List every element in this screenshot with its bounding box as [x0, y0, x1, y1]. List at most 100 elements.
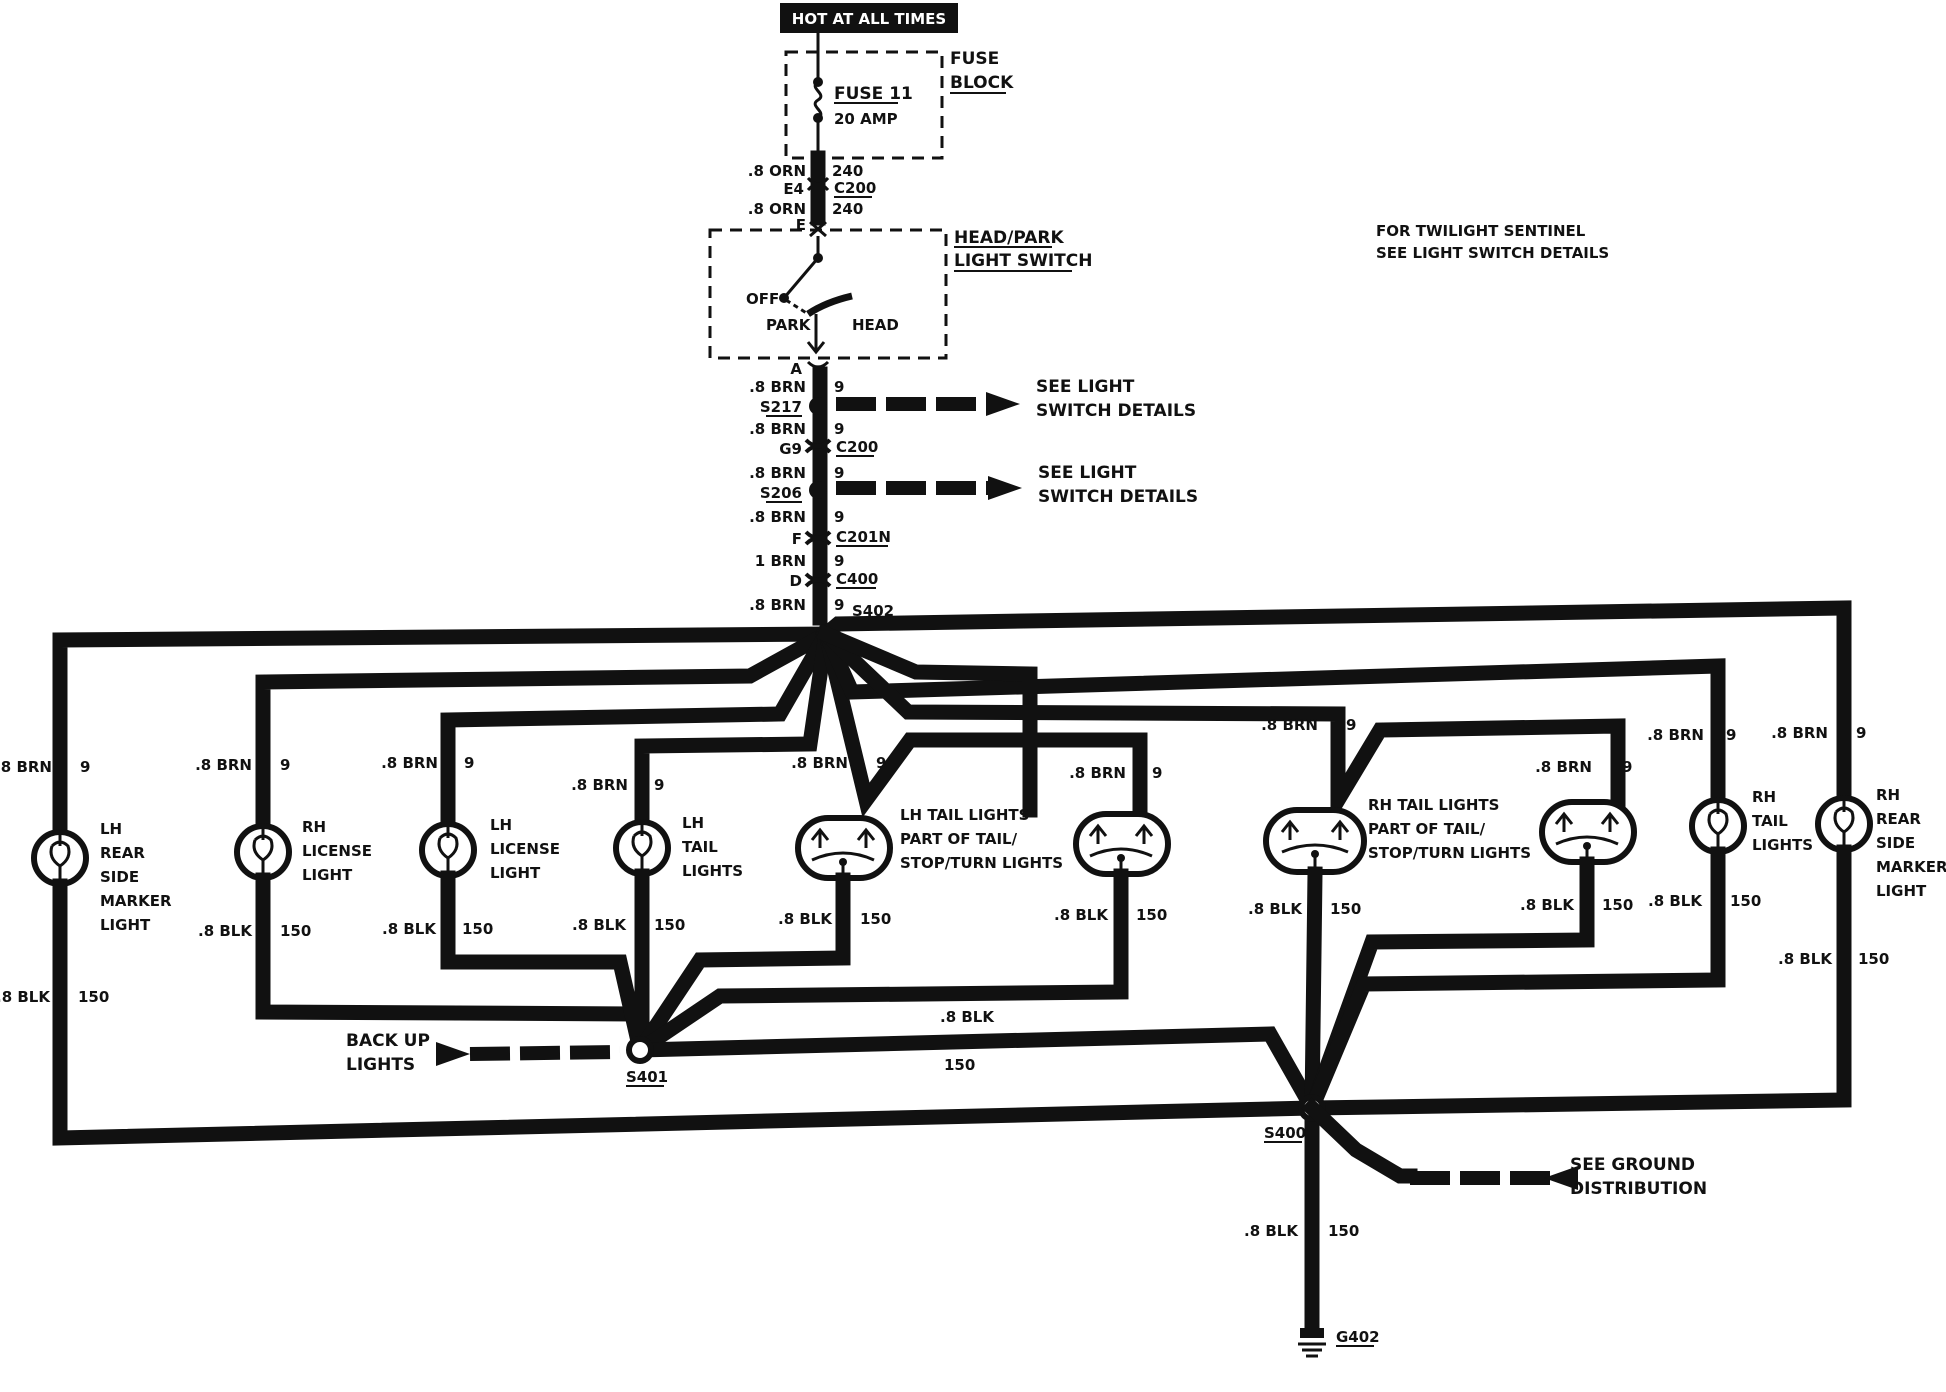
- svg-text:RH TAIL LIGHTS: RH TAIL LIGHTS: [1368, 796, 1499, 814]
- see-ground-arrow: [1544, 1166, 1578, 1190]
- wire-3-circuit: 9: [834, 378, 844, 396]
- c200-name-b: C200: [836, 438, 878, 456]
- wire-6-circuit: 9: [834, 508, 844, 526]
- wire-6-size: .8 BRN: [749, 508, 806, 526]
- c400-name: C400: [836, 570, 878, 588]
- svg-text:.8 BRN: .8 BRN: [1261, 716, 1318, 734]
- wire-4-circuit: 9: [834, 420, 844, 438]
- lh-tail-stop-lamp-2: [1073, 811, 1171, 877]
- rh-rear-marker-labels: RH REAR SIDE MARKER LIGHT .8 BRN 9 .8 BL…: [1771, 724, 1946, 968]
- svg-text:LIGHT: LIGHT: [100, 916, 151, 934]
- splice-s217: [809, 397, 827, 415]
- mid-wire-size: .8 BLK: [940, 1008, 995, 1026]
- svg-text:.8 BLK: .8 BLK: [1054, 906, 1109, 924]
- switch-label-1: HEAD/PARK: [954, 228, 1064, 248]
- wire-2-circuit: 240: [832, 200, 863, 218]
- svg-text:.8 BRN: .8 BRN: [1535, 758, 1592, 776]
- ground-wire-size: .8 BLK: [1244, 1222, 1299, 1240]
- svg-text:.8 BRN: .8 BRN: [791, 754, 848, 772]
- connector-c400: [804, 572, 832, 588]
- svg-text:.8 BRN: .8 BRN: [571, 776, 628, 794]
- svg-text:150: 150: [1602, 896, 1633, 914]
- svg-text:150: 150: [78, 988, 109, 1006]
- svg-text:LICENSE: LICENSE: [490, 840, 560, 858]
- wire-1-circuit: 240: [832, 162, 863, 180]
- svg-text:150: 150: [462, 920, 493, 938]
- hot-at-all-times-label: HOT AT ALL TIMES: [792, 10, 946, 28]
- lh-license-lamp: [419, 821, 477, 879]
- arrow-s206: [988, 476, 1022, 500]
- svg-text:.8 BRN: .8 BRN: [1771, 724, 1828, 742]
- switch-head-arc: [806, 292, 853, 317]
- svg-text:9: 9: [876, 754, 886, 772]
- splice-s206: [809, 481, 827, 499]
- c400-pin: D: [790, 572, 802, 590]
- svg-text:.8 BRN: .8 BRN: [381, 754, 438, 772]
- svg-text:SIDE: SIDE: [1876, 834, 1915, 852]
- svg-text:.8 BLK: .8 BLK: [1648, 892, 1703, 910]
- connector-c201n: [804, 530, 832, 546]
- wire-3-size: .8 BRN: [749, 378, 806, 396]
- svg-text:SIDE: SIDE: [100, 868, 139, 886]
- wire-8-size: .8 BRN: [749, 596, 806, 614]
- svg-text:STOP/TURN LIGHTS: STOP/TURN LIGHTS: [900, 854, 1063, 872]
- svg-text:.8 BLK: .8 BLK: [1778, 950, 1833, 968]
- svg-text:MARKER: MARKER: [1876, 858, 1946, 876]
- mid-wire-circuit: 150: [944, 1056, 975, 1074]
- s402-label: S402: [852, 602, 894, 620]
- svg-text:150: 150: [860, 910, 891, 928]
- svg-text:LICENSE: LICENSE: [302, 842, 372, 860]
- connector-c200-mid: [804, 438, 832, 454]
- switch-head-label: HEAD: [852, 316, 899, 334]
- arrow-s217: [986, 392, 1020, 416]
- backup-label-1: BACK UP: [346, 1031, 430, 1051]
- c201n-name: C201N: [836, 528, 891, 546]
- g402-label: G402: [1336, 1328, 1380, 1346]
- wire-5-circuit: 9: [834, 464, 844, 482]
- rh-license-labels: RH LICENSE LIGHT .8 BRN 9 .8 BLK 150: [195, 756, 372, 940]
- svg-text:.8 BLK: .8 BLK: [1520, 896, 1575, 914]
- svg-text:.8 BLK: .8 BLK: [0, 988, 51, 1006]
- svg-text:.8 BLK: .8 BLK: [778, 910, 833, 928]
- c201n-pin: F: [792, 530, 802, 548]
- wire-2-size: .8 ORN: [748, 200, 806, 218]
- svg-text:150: 150: [1330, 900, 1361, 918]
- switch-blade: [782, 257, 820, 299]
- twilight-note-2: SEE LIGHT SWITCH DETAILS: [1376, 244, 1609, 262]
- s206-label: S206: [760, 484, 802, 502]
- svg-text:LIGHT: LIGHT: [302, 866, 353, 884]
- see-1b: SWITCH DETAILS: [1036, 401, 1196, 421]
- twilight-note-1: FOR TWILIGHT SENTINEL: [1376, 222, 1586, 240]
- lh-rear-side-marker-lamp: [31, 829, 89, 887]
- see-ground-2: DISTRIBUTION: [1570, 1179, 1707, 1199]
- backup-arrow: [436, 1042, 470, 1066]
- hot-at-all-times-box: [780, 3, 958, 33]
- svg-text:.8 BLK: .8 BLK: [382, 920, 437, 938]
- fuse-block-label-2: BLOCK: [950, 73, 1014, 93]
- fuse-block-label-1: FUSE: [950, 49, 999, 69]
- switch-off-label: OFF: [746, 290, 779, 308]
- svg-text:.8 BRN: .8 BRN: [1069, 764, 1126, 782]
- s217-label: S217: [760, 398, 802, 416]
- wire-8-circuit: 9: [834, 596, 844, 614]
- svg-text:MARKER: MARKER: [100, 892, 172, 910]
- svg-text:LH TAIL LIGHTS: LH TAIL LIGHTS: [900, 806, 1029, 824]
- c200-pin-a: E4: [783, 180, 804, 198]
- svg-text:LH: LH: [490, 816, 512, 834]
- rh-tail-stop-labels: RH TAIL LIGHTS PART OF TAIL/ STOP/TURN L…: [1248, 716, 1633, 918]
- switch-pin-in: E: [796, 216, 806, 234]
- lh-rear-marker-labels: LH REAR SIDE MARKER LIGHT .8 BRN 9 .8 BL…: [0, 758, 172, 1006]
- svg-text:LIGHTS: LIGHTS: [1752, 836, 1813, 854]
- rh-tail-stop-lamp-1: [1263, 807, 1367, 875]
- svg-text:.8 BLK: .8 BLK: [1248, 900, 1303, 918]
- svg-text:LIGHT: LIGHT: [1876, 882, 1927, 900]
- svg-text:LIGHT: LIGHT: [490, 864, 541, 882]
- fuse-block-box: [784, 50, 944, 160]
- svg-text:9: 9: [1152, 764, 1162, 782]
- backup-label-2: LIGHTS: [346, 1055, 415, 1075]
- svg-text:150: 150: [1858, 950, 1889, 968]
- fuse-symbol: [813, 80, 823, 120]
- fuse-rating: 20 AMP: [834, 110, 898, 128]
- wire-5-size: .8 BRN: [749, 464, 806, 482]
